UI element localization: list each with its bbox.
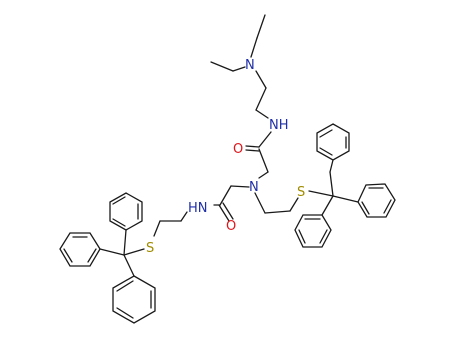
atom-s-right: S (297, 185, 305, 200)
left-amide (153, 185, 234, 237)
upper-amide (245, 131, 272, 179)
atom-nh-top: NH (269, 118, 289, 133)
atom-o-top: O (233, 142, 243, 157)
atom-n-diethyl: N (245, 58, 255, 73)
atom-n-central: N (249, 180, 259, 195)
diethylamino-group (210, 14, 269, 119)
atom-hn-left: HN (188, 201, 208, 216)
central-n-arms (230, 185, 299, 214)
right-trityl (294, 123, 396, 248)
atom-labels: N NH O N S HN O S (146, 58, 305, 256)
atom-s-left: S (146, 241, 154, 256)
left-trityl (59, 192, 156, 324)
atom-o-left: O (226, 219, 236, 234)
